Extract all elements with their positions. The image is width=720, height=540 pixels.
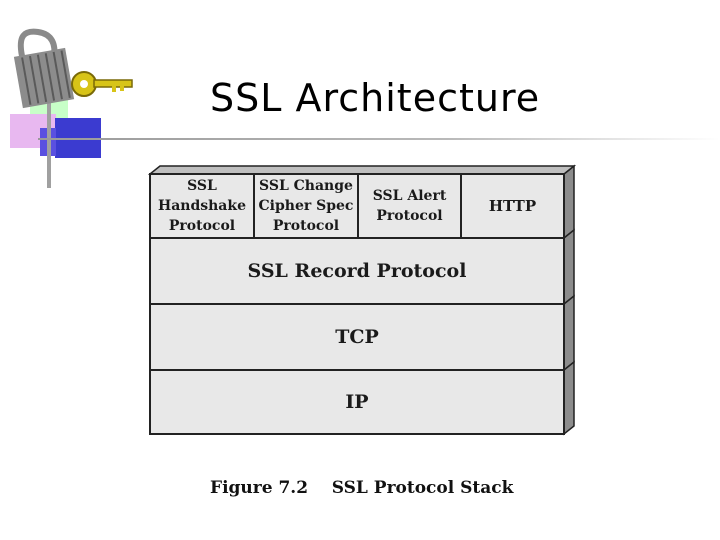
figure-caption-text: SSL Protocol Stack	[331, 478, 514, 498]
depth-shade-top-edge	[148, 165, 576, 175]
padlock-key-decoration	[10, 28, 133, 188]
key-icon	[71, 71, 133, 97]
ip-layer-box	[149, 369, 565, 435]
record-protocol-layer: SSL Record Protocol	[247, 260, 467, 282]
depth-shade-tcp	[563, 294, 575, 372]
tcp-layer-box	[149, 303, 565, 371]
alert-protocol-cell: SSL Alert Protocol	[372, 188, 447, 224]
ip-layer: IP	[345, 391, 369, 413]
http-cell: HTTP	[488, 197, 537, 215]
padlock-icon	[13, 28, 75, 109]
change-cipher-spec-cell: SSL Change Cipher Spec Protocol	[258, 178, 354, 234]
depth-shade-ip	[563, 360, 575, 436]
deco-vertical-rule	[47, 80, 51, 188]
figure-number: Figure 7.2	[210, 478, 309, 498]
figure-caption: Figure 7.2 SSL Protocol Stack	[210, 478, 570, 498]
stack-frame	[148, 164, 576, 436]
handshake-protocol-cell: SSL Handshake Protocol	[157, 178, 246, 234]
depth-shade-record	[563, 228, 575, 306]
depth-shade-top	[563, 164, 575, 240]
page-title: SSL Architecture	[210, 76, 541, 120]
title-underline	[38, 138, 720, 140]
protocol-stack-diagram: SSL Handshake Protocol SSL Change Cipher…	[148, 164, 576, 436]
tcp-layer: TCP	[335, 326, 379, 348]
record-layer-box	[149, 237, 565, 305]
